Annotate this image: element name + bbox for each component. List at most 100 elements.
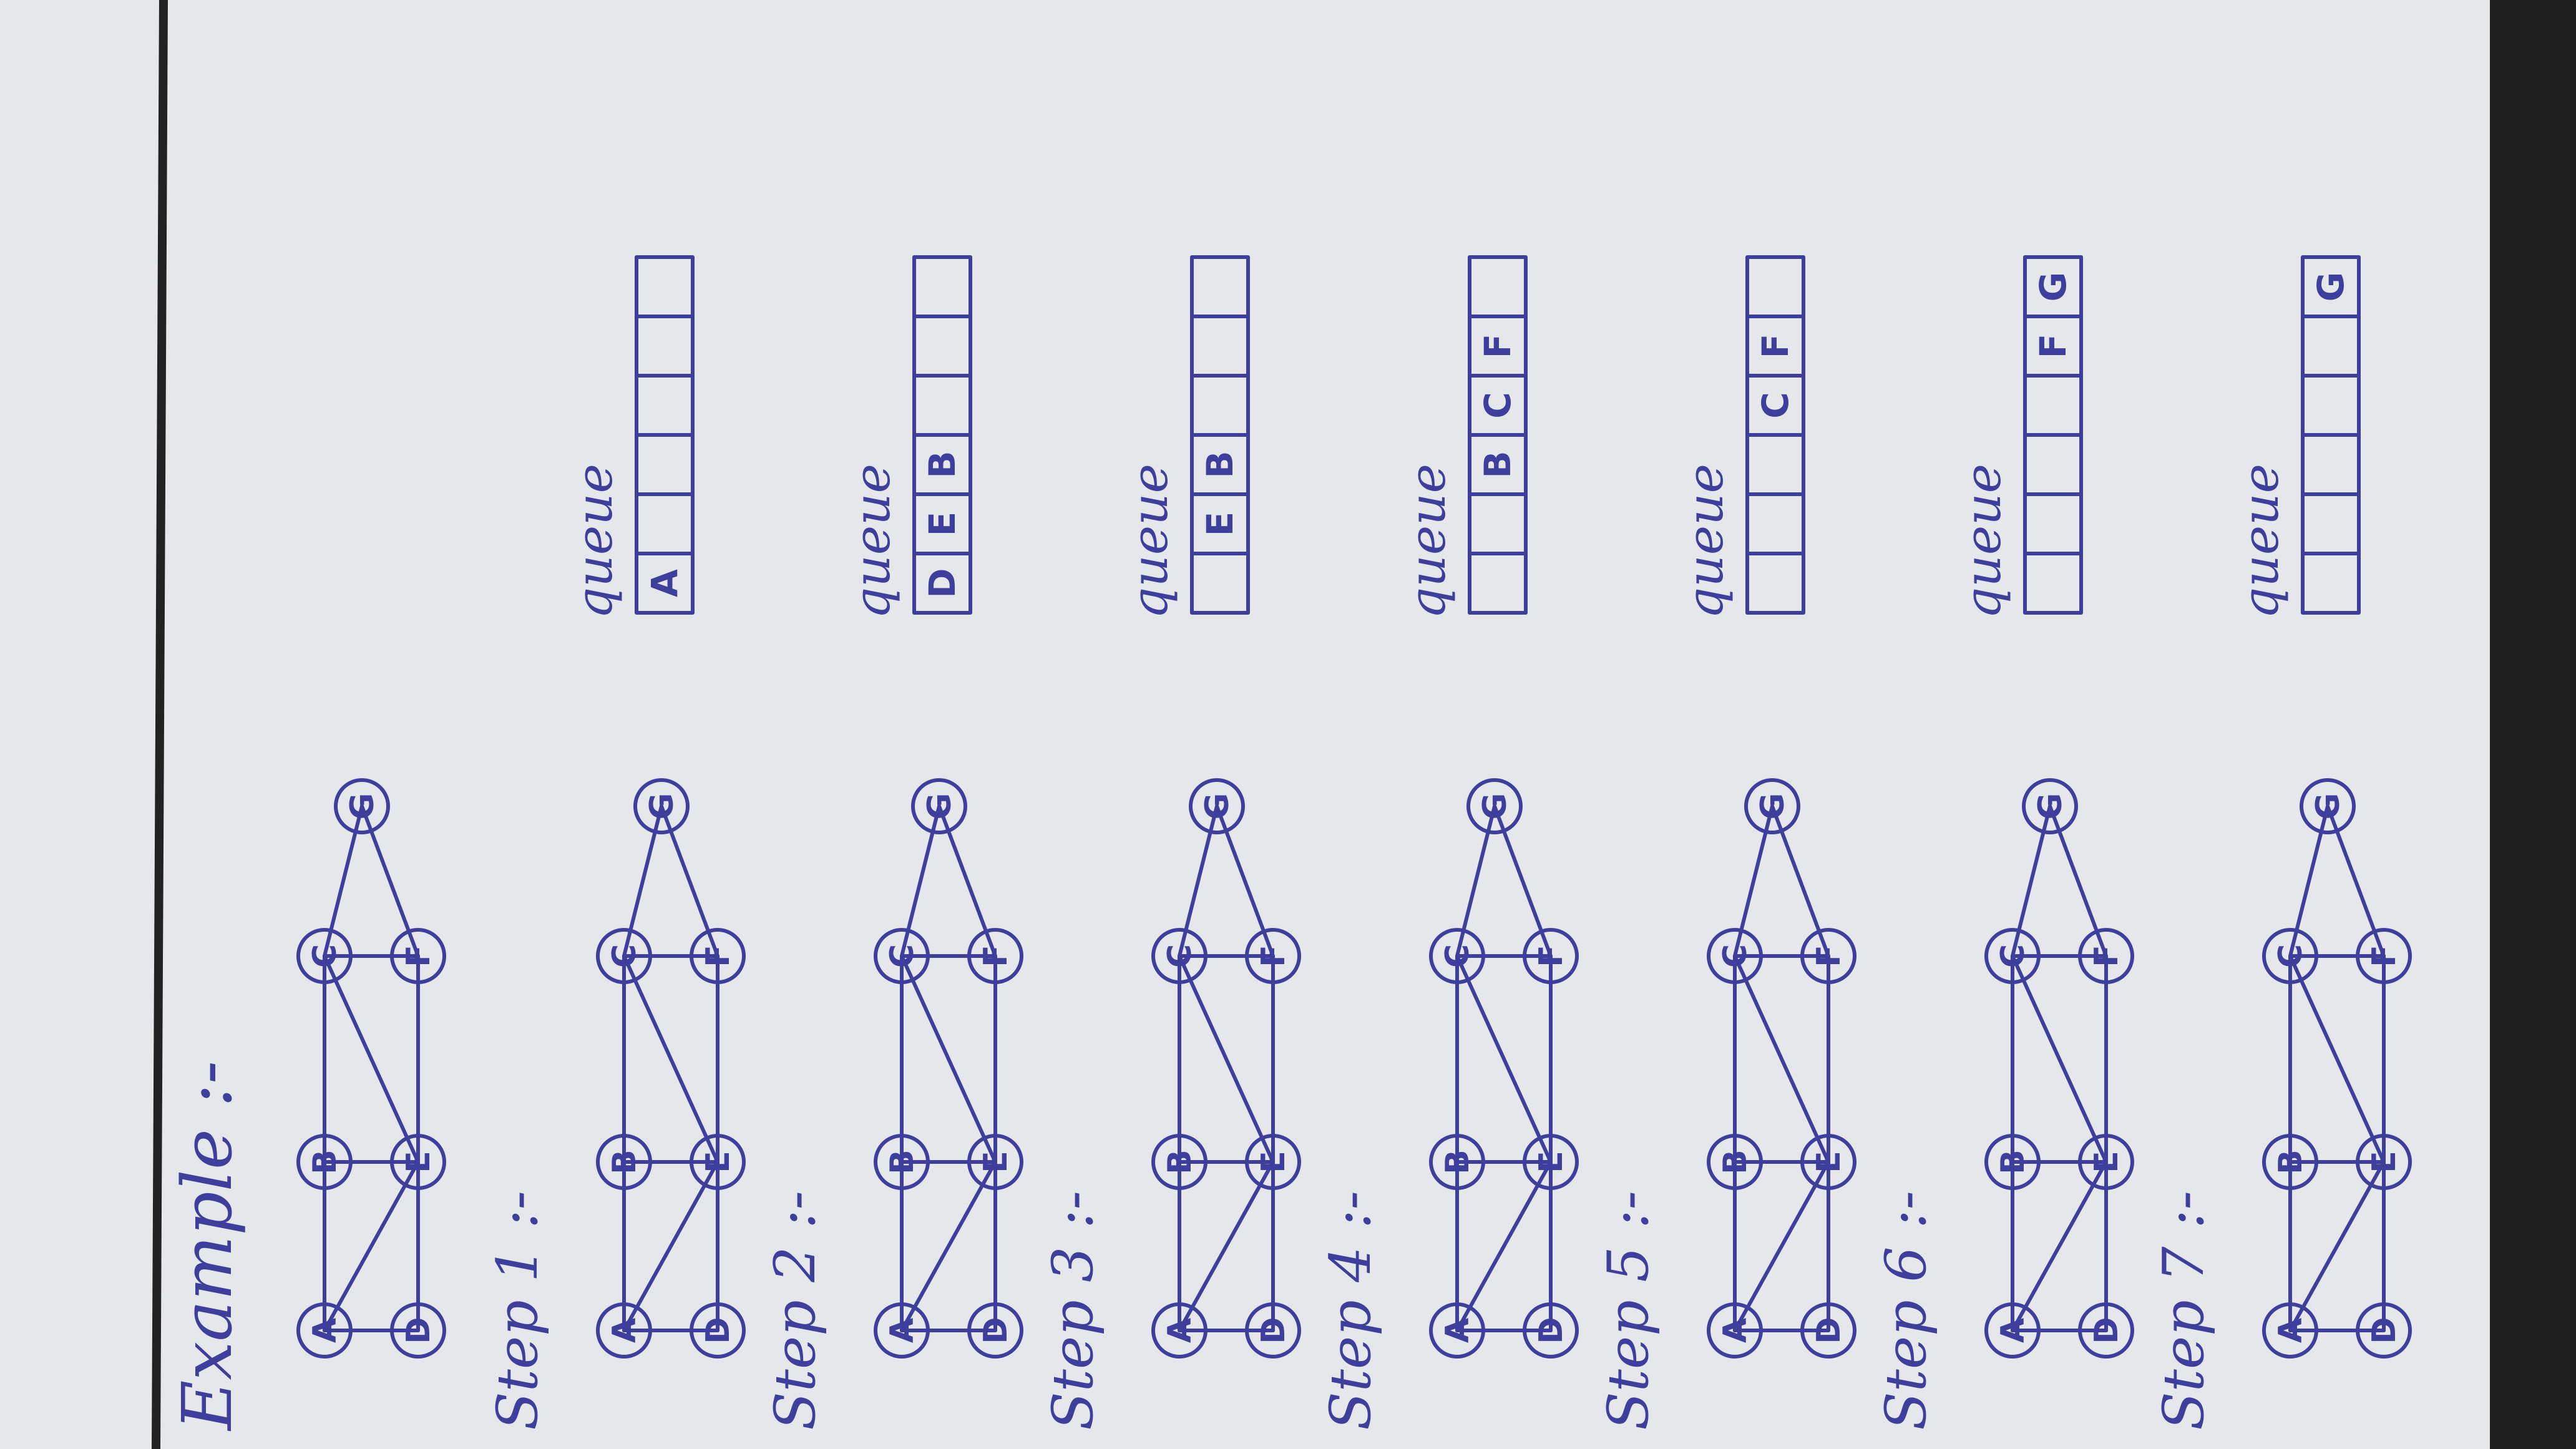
node-label: G (2310, 793, 2347, 820)
queue-cell-value: D (921, 568, 964, 598)
node-label: A (306, 1318, 344, 1343)
margin-line (152, 0, 168, 1449)
queue-label: queue (2232, 464, 2290, 619)
node-circle (334, 778, 390, 834)
node-circle (2300, 778, 2356, 834)
queue-label: queue (1676, 464, 1734, 619)
node-circle (2078, 1134, 2134, 1190)
node-circle (1151, 1134, 1208, 1190)
node-circle (1189, 778, 1245, 834)
edge-A-E (900, 1160, 997, 1332)
edge-C-E (900, 954, 997, 1164)
step-4-queue: BCF (1468, 255, 1528, 615)
node-label: G (921, 793, 959, 820)
node-label: F (2088, 945, 2125, 967)
node-D: D (967, 1302, 1023, 1359)
node-circle (2022, 778, 2078, 834)
node-F: F (967, 928, 1023, 984)
step-label: Step 6 :- (1873, 1191, 1939, 1430)
node-circle (1429, 928, 1485, 984)
node-B: B (1151, 1134, 1208, 1190)
node-label: D (1255, 1317, 1292, 1344)
edge-C-E (2011, 954, 2108, 1164)
node-A: A (1151, 1302, 1208, 1359)
node-label: F (1255, 945, 1292, 967)
queue-cell-value: G (2032, 272, 2074, 302)
node-circle (1800, 928, 1856, 984)
node-C: C (1429, 928, 1485, 984)
node-F: F (1523, 928, 1579, 984)
node-label: C (2272, 944, 2310, 968)
node-circle (1744, 778, 1800, 834)
node-E: E (390, 1134, 446, 1190)
node-circle (2078, 1302, 2134, 1359)
node-F: F (390, 928, 446, 984)
node-label: D (2366, 1317, 2403, 1344)
edge-A-E (1455, 1160, 1553, 1332)
node-circle (967, 1302, 1023, 1359)
node-label: E (1533, 1151, 1570, 1173)
node-E: E (1800, 1134, 1856, 1190)
queue-cell (912, 255, 972, 318)
node-F: F (2078, 928, 2134, 984)
node-circle (2078, 928, 2134, 984)
node-circle (1984, 1302, 2041, 1359)
edge-C-E (1178, 954, 1275, 1164)
node-label: E (400, 1151, 437, 1173)
node-circle (1707, 928, 1763, 984)
node-circle (296, 1302, 353, 1359)
node-label: A (884, 1318, 921, 1343)
node-G: G (334, 778, 390, 834)
edge-A-E (2288, 1160, 2386, 1332)
node-label: F (1810, 945, 1848, 967)
node-F: F (2356, 928, 2412, 984)
queue-cell-value: B (1199, 451, 1241, 478)
node-D: D (1800, 1302, 1856, 1359)
node-G: G (1744, 778, 1800, 834)
node-circle (633, 778, 690, 834)
step-1-queue: A (635, 255, 695, 615)
queue-cell (1745, 255, 1805, 318)
node-circle (1707, 1134, 1763, 1190)
node-E: E (1523, 1134, 1579, 1190)
edge-C-E (622, 954, 720, 1164)
node-label: E (2088, 1151, 2125, 1173)
node-label: E (1810, 1151, 1848, 1173)
node-A: A (296, 1302, 353, 1359)
node-circle (874, 1134, 930, 1190)
node-label: B (1161, 1149, 1199, 1174)
node-label: G (1199, 793, 1236, 820)
queue-label: queue (1121, 464, 1179, 619)
node-D: D (690, 1302, 746, 1359)
node-circle (2262, 1134, 2318, 1190)
node-circle (1800, 1302, 1856, 1359)
node-F: F (690, 928, 746, 984)
queue-cell (1468, 255, 1528, 318)
node-C: C (1984, 928, 2041, 984)
node-label: E (700, 1151, 737, 1173)
node-label: A (2272, 1318, 2310, 1343)
node-B: B (596, 1134, 652, 1190)
node-label: F (977, 945, 1015, 967)
node-circle (2262, 1302, 2318, 1359)
node-label: E (2366, 1151, 2403, 1173)
step-2-queue: DEB (912, 255, 972, 615)
queue-label: queue (1398, 464, 1456, 619)
node-circle (596, 1302, 652, 1359)
node-B: B (2262, 1134, 2318, 1190)
node-label: D (2088, 1317, 2125, 1344)
node-C: C (1707, 928, 1763, 984)
step-label: Step 2 :- (763, 1191, 828, 1430)
node-A: A (874, 1302, 930, 1359)
node-circle (2356, 1302, 2412, 1359)
step-label: Step 5 :- (1596, 1191, 1661, 1430)
